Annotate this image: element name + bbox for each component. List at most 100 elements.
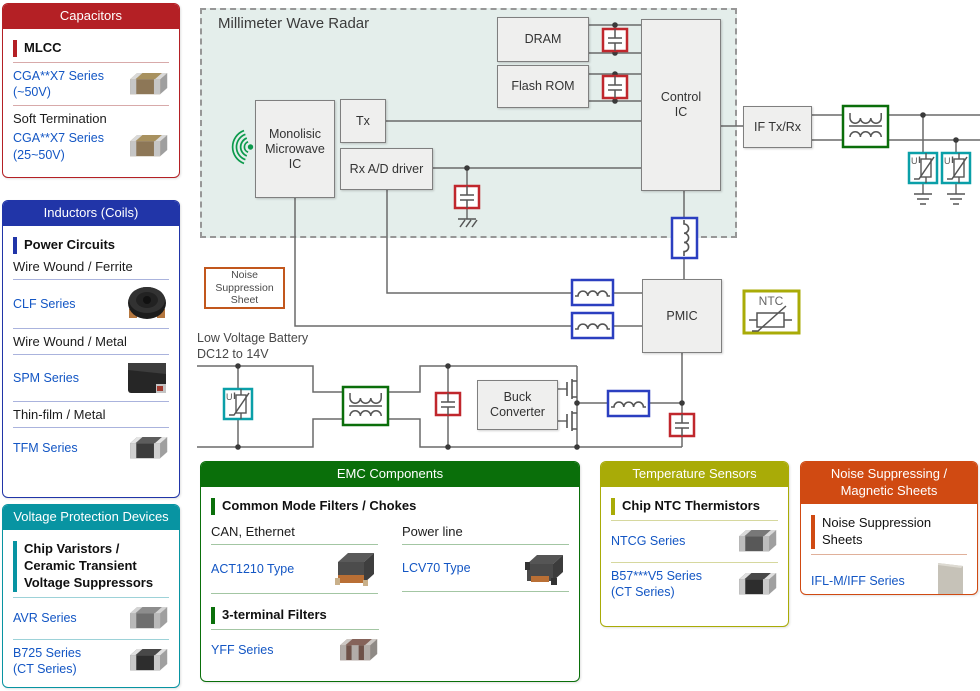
- common-mode-filter-symbol: [841, 104, 890, 149]
- category-wire-wound-ferrite: Wire Wound / Ferrite: [13, 258, 133, 274]
- ntc-thermistor-symbol: NTC: [742, 289, 801, 335]
- noise-sheet-image: [933, 560, 967, 594]
- link-cga-x7-series-50v[interactable]: CGA**X7 Series (~50V): [13, 68, 105, 100]
- capacitor-symbol: [668, 412, 696, 438]
- category-can-ethernet: CAN, Ethernet: [211, 523, 295, 539]
- divider: [13, 638, 169, 640]
- panel-inductors-title: Inductors (Coils): [3, 201, 179, 226]
- divider: [611, 519, 778, 521]
- divider: [211, 628, 379, 630]
- svg-text:NTC: NTC: [759, 294, 784, 308]
- svg-text:U: U: [944, 156, 951, 166]
- mlcc-chip-image: [123, 69, 169, 100]
- link-ifl-m-iff-series[interactable]: IFL-M/IFF Series: [811, 574, 905, 589]
- panel-noise-suppressing-sheets: Noise Suppressing / Magnetic Sheets Nois…: [800, 461, 978, 595]
- link-avr-series[interactable]: AVR Series: [13, 610, 77, 625]
- mosfet-symbols: [566, 379, 577, 431]
- divider: [13, 353, 169, 355]
- link-ntcg-series[interactable]: NTCG Series: [611, 534, 686, 549]
- divider: [13, 61, 169, 63]
- ntcg-chip-image: [732, 526, 778, 557]
- panel-emc-title: EMC Components: [201, 462, 579, 487]
- panel-voltage-protection-title: Voltage Protection Devices: [3, 505, 179, 530]
- product-row: NTCG Series: [611, 526, 778, 557]
- varistor-symbol: U: [222, 387, 254, 421]
- product-row: B57***V5 Series (CT Series): [611, 568, 778, 601]
- divider: [13, 400, 169, 402]
- yff-chip-image: [333, 635, 379, 666]
- radar-region-title: Millimeter Wave Radar: [218, 15, 370, 32]
- group-heading-noise-suppression-sheets: Noise Suppression Sheets: [811, 514, 967, 549]
- link-b725-series[interactable]: B725 Series (CT Series): [13, 645, 82, 676]
- link-clf-series[interactable]: CLF Series: [13, 296, 76, 311]
- panel-voltage-protection: Voltage Protection Devices Chip Varistor…: [2, 504, 180, 688]
- category-thin-film-metal: Thin-film / Metal: [13, 406, 106, 422]
- battery-label: Low Voltage Battery DC12 to 14V: [197, 331, 309, 361]
- svg-text:U: U: [226, 392, 233, 402]
- tfm-chip-image: [123, 433, 169, 464]
- block-dram: DRAM: [497, 17, 589, 62]
- product-row: CLF Series: [13, 285, 169, 323]
- divider: [13, 278, 169, 280]
- noise-suppression-sheet-callout: Noise Suppression Sheet: [204, 267, 285, 309]
- divider: [13, 596, 169, 598]
- divider: [13, 105, 169, 107]
- group-heading-power-circuits: Power Circuits: [13, 236, 169, 254]
- link-cga-x7-series-25-50v[interactable]: CGA**X7 Series (25~50V): [13, 131, 105, 162]
- divider: [211, 592, 378, 594]
- common-mode-filter-symbol: [341, 385, 390, 427]
- svg-text:U: U: [911, 156, 918, 166]
- varistor-symbol: U: [907, 151, 939, 185]
- spm-inductor-image: [125, 360, 169, 396]
- link-yff-series[interactable]: YFF Series: [211, 643, 274, 658]
- lcv70-image: [521, 550, 569, 586]
- link-act1210-type[interactable]: ACT1210 Type: [211, 561, 295, 576]
- product-row: CGA**X7 Series (25~50V): [13, 130, 169, 163]
- product-row: B725 Series (CT Series): [13, 645, 169, 678]
- product-row: YFF Series: [211, 635, 379, 666]
- product-row: AVR Series: [13, 603, 169, 634]
- product-row: TFM Series: [13, 433, 169, 464]
- block-flash-rom: Flash ROM: [497, 65, 589, 108]
- link-tfm-series[interactable]: TFM Series: [13, 441, 78, 456]
- divider: [402, 543, 569, 545]
- ct-chip-image: [732, 569, 778, 600]
- block-rx-ad-driver: Rx A/D driver: [340, 148, 433, 190]
- block-buck-converter: Buck Converter: [477, 380, 558, 430]
- emc-column-can-ethernet: CAN, Ethernet ACT1210 Type: [211, 519, 378, 599]
- link-lcv70-type[interactable]: LCV70 Type: [402, 560, 471, 575]
- group-heading-mlcc: MLCC: [13, 39, 169, 57]
- link-spm-series[interactable]: SPM Series: [13, 370, 79, 385]
- product-row: IFL-M/IFF Series: [811, 560, 967, 594]
- inductor-symbol: [570, 311, 615, 340]
- divider: [211, 543, 378, 545]
- block-pmic: PMIC: [642, 279, 722, 353]
- earth-ground-icon: [914, 193, 965, 205]
- panel-inductors: Inductors (Coils) Power Circuits Wire Wo…: [2, 200, 180, 498]
- panel-temperature-title: Temperature Sensors: [601, 462, 788, 487]
- link-b57-v5-series[interactable]: B57***V5 Series (CT Series): [611, 568, 703, 600]
- block-if-tx-rx: IF Tx/Rx: [743, 106, 812, 148]
- group-heading-common-mode-filters: Common Mode Filters / Chokes: [211, 497, 569, 515]
- divider: [402, 590, 569, 592]
- ct-chip-image: [123, 645, 169, 676]
- clf-coil-image: [125, 285, 169, 323]
- product-row: SPM Series: [13, 360, 169, 396]
- group-heading-3-terminal-filters: 3-terminal Filters: [211, 606, 379, 624]
- varistor-symbol: U: [940, 151, 972, 185]
- inductor-symbol: [606, 389, 651, 418]
- panel-noise-sheets-title: Noise Suppressing / Magnetic Sheets: [801, 462, 977, 504]
- divider: [13, 426, 169, 428]
- category-power-line: Power line: [402, 523, 463, 539]
- mlcc-chip-image: [123, 131, 169, 162]
- panel-capacitors: Capacitors MLCC CGA**X7 Series (~50V) So…: [2, 3, 180, 178]
- product-row: LCV70 Type: [402, 550, 569, 586]
- emc-column-power-line: Power line LCV70 Type: [402, 519, 569, 599]
- divider: [811, 553, 967, 555]
- divider: [611, 561, 778, 563]
- capacitor-symbol: [434, 391, 462, 417]
- panel-emc-components: EMC Components Common Mode Filters / Cho…: [200, 461, 580, 682]
- panel-temperature-sensors: Temperature Sensors Chip NTC Thermistors…: [600, 461, 789, 627]
- group-heading-chip-ntc-thermistors: Chip NTC Thermistors: [611, 497, 778, 515]
